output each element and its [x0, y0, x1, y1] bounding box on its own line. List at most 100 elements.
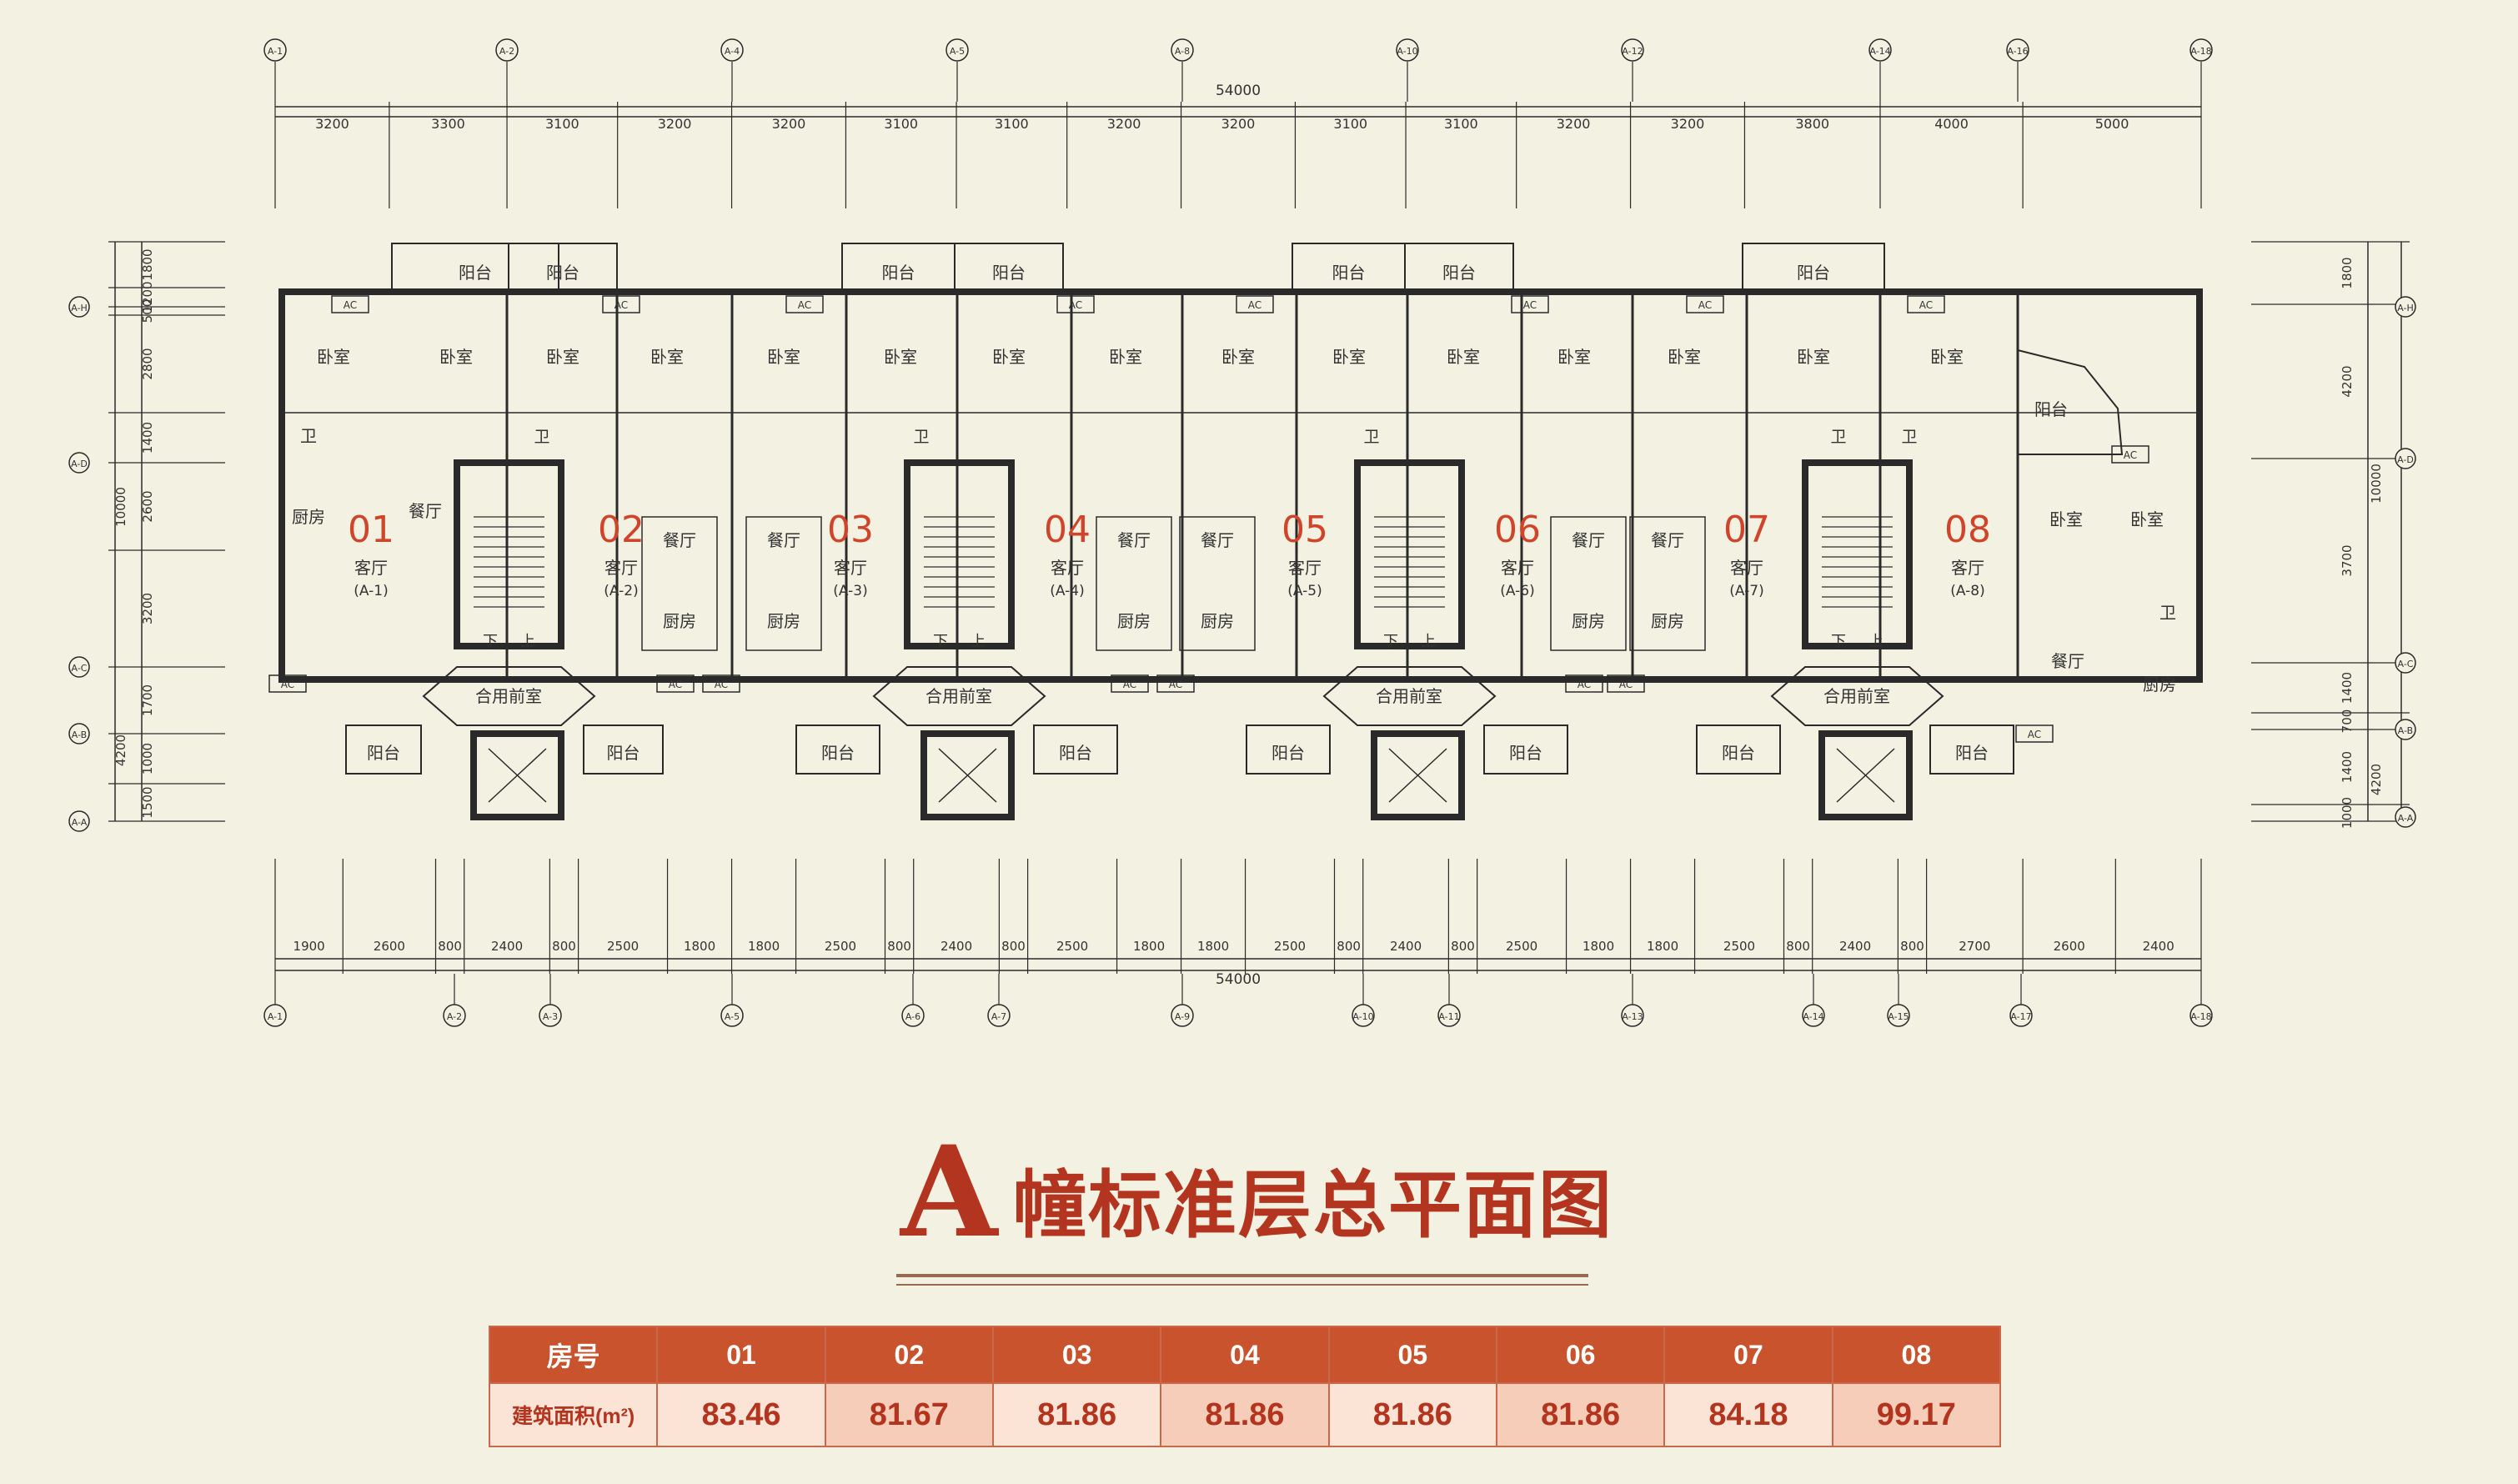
bedroom-label: 卧室 [317, 347, 350, 367]
common-lobby [1322, 666, 1497, 726]
stair-up: 上 [1421, 633, 1436, 650]
axis-bubble-bottom-label: A-6 [905, 1011, 920, 1022]
ac-label: AC [1698, 299, 1712, 311]
balcony-label: 阳台 [1722, 743, 1755, 763]
top-dimension: 3200 [1557, 116, 1591, 132]
area-value: 83.46 [656, 1382, 826, 1447]
area-value: 81.86 [991, 1382, 1162, 1447]
axis-bubble-right-label: A-A [2398, 813, 2414, 824]
ac-unit [1565, 674, 1603, 693]
overall-dimension: 54000 [1216, 971, 1261, 988]
axis-bubble-left-label: A-A [72, 817, 88, 828]
common-lobby [872, 666, 1046, 726]
title-underline-thin [896, 1284, 1588, 1286]
bedroom-label: 卧室 [1221, 347, 1255, 367]
unit-number: 05 [1282, 509, 1328, 551]
axis-bubble-bottom-label: A-17 [2010, 1011, 2031, 1022]
axis-bubble-left [68, 296, 90, 318]
ac-label: AC [344, 299, 357, 311]
living-label: 客厅 [1288, 558, 1322, 578]
left-dimension: 2600 [140, 490, 155, 522]
ac-label: AC [1919, 299, 1933, 311]
axis-bubble-bottom [1802, 1004, 1825, 1027]
lobby-label: 合用前室 [1376, 686, 1442, 706]
stair-up: 上 [971, 633, 986, 650]
axis-bubble-top-label: A-10 [1397, 46, 1417, 57]
balcony [1483, 724, 1568, 775]
balcony-label: 阳台 [1442, 263, 1476, 283]
area-table: 房号 01 02 03 04 05 06 07 08 建筑面积(m²) 83.4… [488, 1326, 2002, 1447]
axis-bubble-bottom [443, 1004, 466, 1027]
axis-bubble-top [1621, 38, 1644, 62]
room-outline [1550, 516, 1627, 651]
unit-tag: (A-1) [354, 583, 388, 599]
ac-unit [702, 674, 740, 693]
axis-bubble-left-label: A-C [72, 663, 88, 674]
axis-bubble-top [495, 38, 519, 62]
left-dimension: 1500 [140, 786, 155, 818]
balcony [1696, 724, 1781, 775]
stair-down: 下 [483, 633, 498, 650]
bottom-dimension: 1800 [1197, 939, 1229, 954]
balcony [1033, 724, 1118, 775]
left-depth: 10000 [113, 487, 128, 527]
top-dimension: 3100 [1444, 116, 1478, 132]
bottom-dimension: 2600 [374, 939, 405, 954]
kitchen-label: 厨房 [663, 611, 696, 631]
balcony-label: 阳台 [992, 263, 1026, 283]
living-label: 客厅 [834, 558, 867, 578]
ac-label: AC [1523, 299, 1537, 311]
left-dimension: 1800 [140, 248, 155, 280]
elevator-shaft [1371, 730, 1465, 820]
room-outline [641, 516, 718, 651]
stair-core [454, 459, 564, 649]
building-outer-wall [278, 288, 2203, 683]
balcony-label: 阳台 [1509, 743, 1542, 763]
axis-bubble-bottom-label: A-13 [1622, 1011, 1643, 1022]
left-dimension: 500 [140, 299, 155, 323]
bedroom-label: 卧室 [884, 347, 917, 367]
kitchen-label: 厨房 [2143, 674, 2176, 694]
axis-bubble-bottom-label: A-10 [1352, 1011, 1373, 1022]
axis-bubble-top [1171, 38, 1194, 62]
stair-down: 下 [1831, 633, 1846, 650]
top-dimension: 4000 [1934, 116, 1969, 132]
axis-bubble-top-label: A-4 [725, 46, 740, 57]
area-value: 81.86 [1327, 1382, 1497, 1447]
unit-tag: (A-5) [1287, 583, 1322, 599]
kitchen-label: 厨房 [292, 507, 325, 527]
axis-bubble-right-label: A-H [2397, 303, 2414, 313]
bedroom-label: 卧室 [650, 347, 684, 367]
common-lobby [422, 666, 596, 726]
room-number: 01 [656, 1326, 826, 1384]
ac-unit [1686, 295, 1724, 313]
ac-unit [268, 674, 307, 693]
bath-label: 卫 [1901, 428, 1917, 446]
balcony [954, 243, 1064, 294]
bedroom-label: 卧室 [2049, 509, 2083, 529]
axis-bubble-right [2395, 719, 2416, 740]
axis-bubble-left-label: A-H [71, 303, 88, 313]
balcony-label: 阳台 [1059, 743, 1092, 763]
bottom-dimension: 800 [1786, 939, 1810, 954]
room-outline [1096, 516, 1172, 651]
right-group: 4200 [2369, 764, 2384, 795]
axis-bubble-bottom [720, 1004, 744, 1027]
bottom-dimension: 2400 [2143, 939, 2174, 954]
bottom-dimension: 2500 [1056, 939, 1088, 954]
living-label: 客厅 [1051, 558, 1084, 578]
bottom-dimension: 2400 [1390, 939, 1422, 954]
room-number: 06 [1495, 1326, 1666, 1384]
top-dimension: 3100 [545, 116, 579, 132]
axis-bubble-top-label: A-5 [950, 46, 965, 57]
ac-unit [1907, 295, 1945, 313]
axis-bubble-left [68, 810, 90, 832]
bedroom-label: 卧室 [439, 347, 473, 367]
axis-bubble-bottom-label: A-15 [1888, 1011, 1909, 1022]
left-dimension: 1400 [140, 422, 155, 454]
area-value: 84.18 [1663, 1382, 1833, 1447]
stair-core [1802, 459, 1913, 649]
bedroom-label: 卧室 [767, 347, 800, 367]
